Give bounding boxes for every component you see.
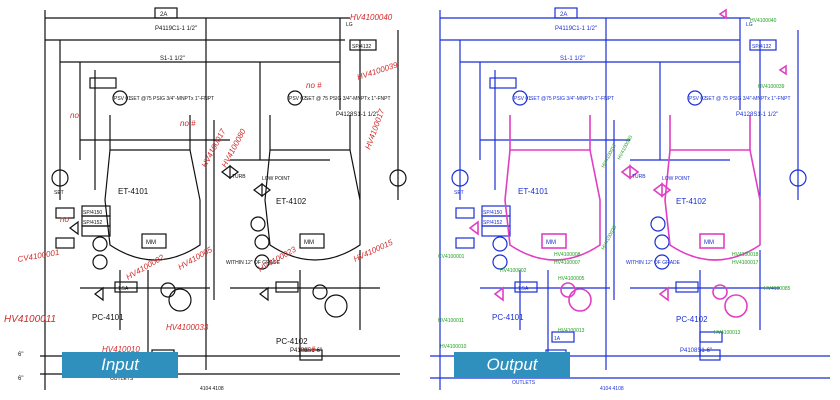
out-sp-4150-label: SP/4150 bbox=[483, 210, 502, 216]
markup-hv-f: HV4100002 bbox=[125, 253, 167, 282]
tag-hv-low: HV4100010 bbox=[440, 344, 467, 350]
turb-label: TURB bbox=[232, 174, 246, 180]
mixer-right-label: MM bbox=[304, 240, 314, 246]
vessel-right-label: ET-4102 bbox=[276, 197, 307, 206]
size-15a-label: 1.5A bbox=[118, 286, 129, 292]
tag-hv-top: HV4100040 bbox=[750, 18, 777, 24]
markup-cv-left: CV4100001 bbox=[17, 248, 60, 264]
sp-4132-label: SP/4132 bbox=[352, 44, 371, 50]
out-mixer-right-label: MM bbox=[704, 240, 714, 246]
markup-no-5: no bbox=[60, 215, 69, 224]
psv-left-label: PSV 01 bbox=[114, 96, 131, 102]
input-diagram: P4119C1-1 1/2" S1-1 1/2" P4128S1-1 1/2" … bbox=[4, 7, 407, 392]
out-psv-left-label: PSV 01 bbox=[514, 96, 531, 102]
out-pump-left-label: PC-4101 bbox=[492, 313, 524, 322]
tag-hv-r3: HV4100013 bbox=[714, 330, 741, 336]
set-label-left: SET bbox=[54, 190, 64, 196]
out-psv-right-label: PSV 02 bbox=[689, 96, 706, 102]
input-caption: Input bbox=[62, 352, 178, 378]
vessel-left-label: ET-4101 bbox=[118, 187, 149, 196]
out-sp-4132-label: SP/4132 bbox=[752, 44, 771, 50]
input-panel: P4119C1-1 1/2" S1-1 1/2" P4128S1-1 1/2" … bbox=[4, 7, 407, 392]
out-set-label: SET bbox=[454, 190, 464, 196]
dim-6-label-b: 6" bbox=[18, 352, 23, 358]
tag-hv-g: HV4100005 bbox=[558, 276, 585, 282]
out-size-15a-label: 1.5A bbox=[518, 286, 529, 292]
pump-left-label: PC-4101 bbox=[92, 313, 124, 322]
markup-hv-h: HV4100033 bbox=[166, 323, 209, 332]
output-diagram: P4119C1-1 1/2" S1-1 1/2" P4128S1-1 1/2" … bbox=[430, 7, 830, 392]
out-sp-4152-label: SP/4152 bbox=[483, 220, 502, 226]
markup-hv-g: HV410005 bbox=[177, 245, 215, 272]
out-size-2a-label: 2A bbox=[560, 12, 567, 18]
line-p4128-label: P4128S1-1 1/2" bbox=[336, 112, 378, 118]
within-grade-note: WITHIN 12" OF GRADE bbox=[226, 260, 281, 266]
out-psv-note-right: SET @ 75 PSIG 3/4"-MNPTx 1"-FNPT bbox=[705, 96, 791, 102]
pump-right-label: PC-4102 bbox=[276, 337, 308, 346]
low-point-label: LOW POINT bbox=[262, 176, 290, 182]
tag-cv-left: CV4100001 bbox=[438, 254, 465, 260]
markup-hv-top: HV4100040 bbox=[350, 13, 393, 22]
markup-hv-d: HV4100015 bbox=[352, 238, 395, 264]
outlets-label: OUTLETS bbox=[110, 376, 134, 382]
mixer-left-label: MM bbox=[146, 240, 156, 246]
markup-no-4: no # bbox=[300, 345, 316, 354]
out-vessel-right-label: ET-4102 bbox=[676, 197, 707, 206]
out-line-s1-label: S1-1 1/2" bbox=[560, 56, 585, 62]
out-vessel-left-label: ET-4101 bbox=[518, 187, 549, 196]
psv-note-left: SET @75 PSIG 3/4"-MNPTx 1"-FNPT bbox=[130, 96, 214, 102]
tag-hv-c: HV4100023 bbox=[600, 225, 618, 251]
markup-no-2: no # bbox=[180, 119, 196, 128]
out-line-p4128-label: P4128S1-1 1/2" bbox=[736, 112, 778, 118]
out-pump-right-label: PC-4102 bbox=[676, 315, 708, 324]
bottom-line-label: P4108S1-6" bbox=[290, 348, 322, 354]
out-outlets-label: OUTLETS bbox=[512, 380, 536, 386]
out-mixer-left-label: MM bbox=[546, 240, 556, 246]
tag-hv-mid: HV4100039 bbox=[758, 84, 785, 90]
out-within-grade-note: WITHIN 12" OF GRADE bbox=[626, 260, 681, 266]
markup-no-3: no # bbox=[306, 81, 322, 90]
out-size-1a-label: 1A bbox=[554, 336, 561, 342]
tag-hv-r2: HV4100017 bbox=[732, 260, 759, 266]
sp-4150-label: SP/4150 bbox=[83, 210, 102, 216]
output-panel: P4119C1-1 1/2" S1-1 1/2" P4128S1-1 1/2" … bbox=[420, 0, 840, 400]
bottom-nums-label: 4104 4108 bbox=[200, 386, 224, 392]
size-2a-label: 2A bbox=[160, 12, 167, 18]
tag-hv-d: HV4100008 bbox=[554, 252, 581, 258]
psv-note-right: SET @ 75 PSIG 3/4"-MNPTx 1"-FNPT bbox=[305, 96, 391, 102]
tag-hv-left: HV4100011 bbox=[438, 318, 464, 324]
tag-hv-f: HV4100002 bbox=[500, 268, 527, 274]
dim-6-label: 6" bbox=[18, 376, 23, 382]
tag-hv-r1: HV4100018 bbox=[732, 252, 759, 258]
tag-hv-a: HV4100017 bbox=[600, 143, 618, 169]
lg-label: LG bbox=[346, 22, 353, 28]
tag-hv-h: HV4100013 bbox=[558, 328, 585, 334]
out-bottom-line-label: P4108S1-6" bbox=[680, 348, 712, 354]
markup-hv-left: HV4100011 bbox=[4, 314, 56, 325]
out-top-line-label: P4119C1-1 1/2" bbox=[555, 26, 597, 32]
sp-4152-label: SP/4152 bbox=[83, 220, 102, 226]
line-s1-label: S1-1 1/2" bbox=[160, 56, 185, 62]
out-psv-note-left: SET @75 PSIG 3/4"-MNPTx 1"-FNPT bbox=[530, 96, 614, 102]
out-turb-label: TURB bbox=[632, 174, 646, 180]
markup-hv-mid: HV4100039 bbox=[356, 60, 399, 82]
output-caption: Output bbox=[454, 352, 570, 378]
markup-hv-low: HV410010 bbox=[102, 345, 140, 354]
tag-hv-r4: HV4100085 bbox=[764, 286, 791, 292]
top-line-label: P4119C1-1 1/2" bbox=[155, 26, 197, 32]
out-low-point-label: LOW POINT bbox=[662, 176, 690, 182]
tag-hv-e: HV4100007 bbox=[554, 260, 581, 266]
psv-right-label: PSV 02 bbox=[289, 96, 306, 102]
tag-hv-b: HV4100080 bbox=[616, 135, 634, 161]
markup-no-1: no bbox=[70, 111, 79, 120]
out-bottom-nums-label: 4104 4108 bbox=[600, 386, 624, 392]
out-lg-label: LG bbox=[746, 22, 753, 28]
